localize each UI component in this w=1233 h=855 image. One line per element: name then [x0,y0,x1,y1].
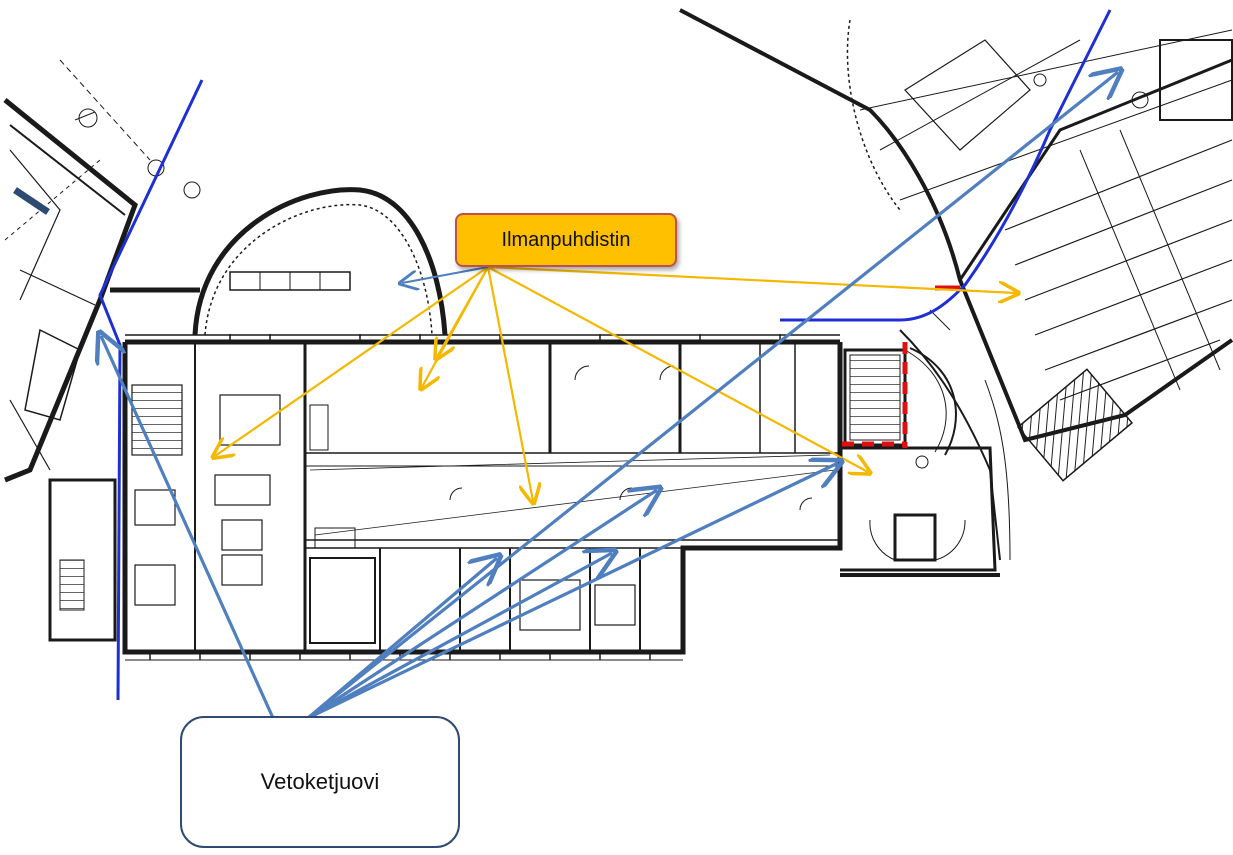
fire-door-markers [842,285,960,448]
entrance-block [840,347,1000,577]
air-purifier-arrow-rotunda [402,266,489,283]
door-closer-label: Vetoketjuovi [180,716,460,848]
wall-marker [13,187,50,215]
door-closer-label-text: Vetoketjuovi [260,769,380,794]
rotunda [110,187,448,336]
right-wing [679,8,1233,561]
door-closer-arrows [101,72,1118,720]
main-building [122,334,843,661]
air-purifier-arrows [215,265,1016,501]
air-purifier-label: Ilmanpuhdistin [455,213,677,267]
left-wing [3,59,201,642]
route-lines [98,9,1112,701]
air-purifier-label-text: Ilmanpuhdistin [501,228,631,251]
